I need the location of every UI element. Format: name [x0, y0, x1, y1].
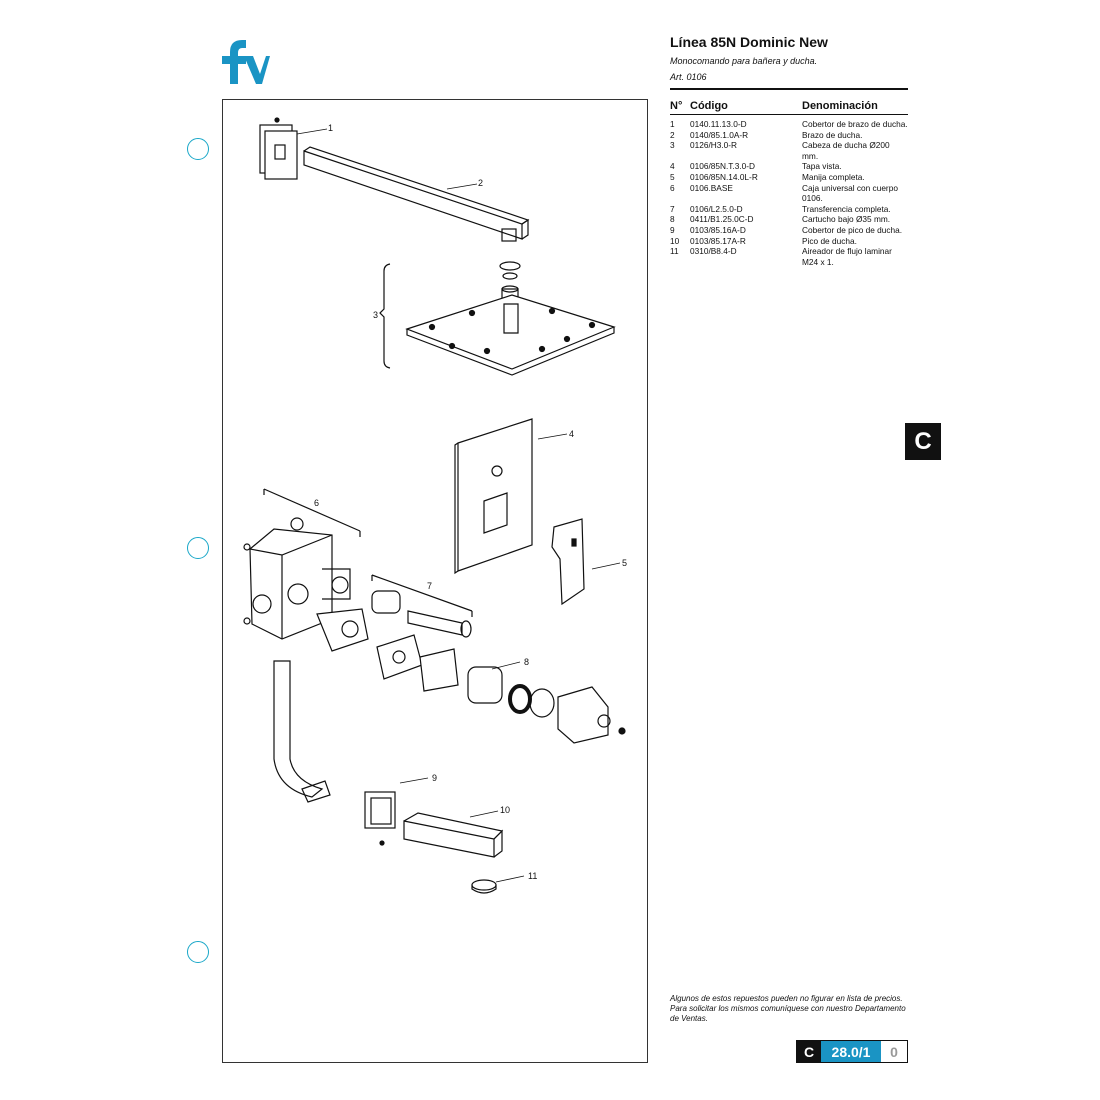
row-number: 2	[670, 129, 675, 140]
row-number: 6	[670, 182, 675, 193]
callout-2: 2	[478, 178, 483, 188]
row-code: 0310/B8.4-D	[690, 246, 737, 257]
row-code: 0103/85.16A-D	[690, 224, 746, 235]
row-name: Cartucho bajo Ø35 mm.	[802, 214, 891, 225]
callout-3: 3	[373, 310, 378, 320]
punch-hole-icon	[187, 138, 209, 160]
part-5-handle	[551, 518, 585, 606]
callout-10: 10	[500, 805, 510, 815]
row-number: 1	[670, 119, 675, 129]
page-subtitle: Monocomando para bañera y ducha.	[670, 56, 818, 66]
row-number: 5	[670, 171, 675, 182]
article-number: Art. 0106	[670, 72, 707, 82]
column-header-name: Denominación	[802, 100, 908, 115]
table-row: 9 0103/85.16A-D Cobertor de pico de duch…	[670, 225, 908, 236]
row-code: 0106.BASE	[690, 182, 733, 193]
page-number: 28.0/1	[821, 1041, 881, 1062]
fv-logo-icon	[220, 36, 270, 84]
row-number: 8	[670, 214, 675, 225]
row-code: 0106/85N.14.0L-R	[690, 171, 758, 182]
section-tab: C	[905, 423, 941, 460]
row-name: Caja universal con cuerpo 0106.	[802, 182, 898, 204]
row-name: Pico de ducha.	[802, 235, 857, 246]
part-3-shower-head	[379, 261, 616, 376]
column-header-code: Código	[690, 100, 802, 115]
callout-7: 7	[427, 581, 432, 591]
row-name: Brazo de ducha.	[802, 129, 863, 140]
row-name: Transferencia completa.	[802, 203, 891, 214]
table-row: 4 0106/85N.T.3.0-D Tapa vista.	[670, 161, 908, 172]
drawing-frame	[222, 99, 648, 1063]
table-row: 1 0140.11.13.0-D Cobertor de brazo de du…	[670, 115, 908, 130]
table-row: 2 0140/85.1.0A-R Brazo de ducha.	[670, 130, 908, 141]
parts-table: N° Código Denominación 1 0140.11.13.0-D …	[670, 100, 908, 267]
callout-9: 9	[432, 773, 437, 783]
table-row: 11 0310/B8.4-D Aireador de flujo laminar…	[670, 246, 908, 267]
row-number: 7	[670, 203, 675, 214]
column-header-number: N°	[670, 100, 690, 115]
table-row: 3 0126/H3.0-R Cabeza de ducha Ø200 mm.	[670, 140, 908, 161]
row-number: 11	[670, 246, 679, 257]
callout-4: 4	[569, 429, 574, 439]
part-1-arm-cover	[259, 117, 298, 180]
row-code: 0411/B1.25.0C-D	[690, 214, 754, 225]
row-name: Cobertor de pico de ducha.	[802, 224, 903, 235]
callout-5: 5	[622, 558, 627, 568]
row-name: Cobertor de brazo de ducha.	[802, 119, 908, 129]
row-name: Manija completa.	[802, 171, 865, 182]
row-name: Aireador de flujo laminar M24 x 1.	[802, 246, 892, 267]
part-7-diverter	[371, 574, 473, 638]
page-number-box: C 28.0/1 0	[796, 1040, 908, 1063]
punch-hole-icon	[187, 537, 209, 559]
part-11-aerator	[471, 879, 497, 894]
table-row: 6 0106.BASE Caja universal con cuerpo 01…	[670, 183, 908, 204]
page-revision: 0	[881, 1041, 907, 1062]
callout-11: 11	[528, 871, 537, 881]
row-code: 0140/85.1.0A-R	[690, 129, 749, 140]
row-number: 10	[670, 235, 680, 246]
table-row: 5 0106/85N.14.0L-R Manija completa.	[670, 172, 908, 183]
row-code: 0126/H3.0-R	[690, 140, 738, 151]
part-4-wall-plate	[454, 418, 533, 575]
table-row: 8 0411/B1.25.0C-D Cartucho bajo Ø35 mm.	[670, 214, 908, 225]
table-row: 7 0106/L2.5.0-D Transferencia completa.	[670, 204, 908, 215]
part-6-body-box	[243, 488, 369, 803]
row-name: Tapa vista.	[802, 161, 842, 172]
part-9-spout-cover	[364, 791, 396, 846]
row-code: 0103/85.17A-R	[690, 235, 746, 246]
row-code: 0140.11.13.0-D	[690, 119, 747, 129]
row-code: 0106/L2.5.0-D	[690, 203, 743, 214]
exploded-view-drawing: 1 2 3 4 5 6 7 8 9 10 11	[243, 117, 627, 894]
row-number: 9	[670, 224, 675, 235]
page-section-letter: C	[797, 1041, 821, 1062]
table-row: 10 0103/85.17A-R Pico de ducha.	[670, 236, 908, 247]
callout-6: 6	[314, 498, 319, 508]
row-name: Cabeza de ducha Ø200 mm.	[802, 140, 890, 161]
punch-hole-icon	[187, 941, 209, 963]
row-number: 4	[670, 161, 675, 172]
part-10-spout	[403, 812, 504, 858]
mounting-plate	[376, 634, 423, 680]
page-title: Línea 85N Dominic New	[670, 34, 828, 50]
row-code: 0106/85N.T.3.0-D	[690, 161, 756, 172]
header-divider	[670, 88, 908, 90]
footnote: Algunos de estos repuestos pueden no fig…	[670, 994, 906, 1023]
row-number: 3	[670, 140, 675, 151]
part-2-shower-arm	[303, 146, 530, 242]
callout-1: 1	[328, 123, 333, 133]
callout-8: 8	[524, 657, 529, 667]
part-8-cartridge	[419, 648, 626, 744]
table-header-row: N° Código Denominación	[670, 100, 908, 115]
